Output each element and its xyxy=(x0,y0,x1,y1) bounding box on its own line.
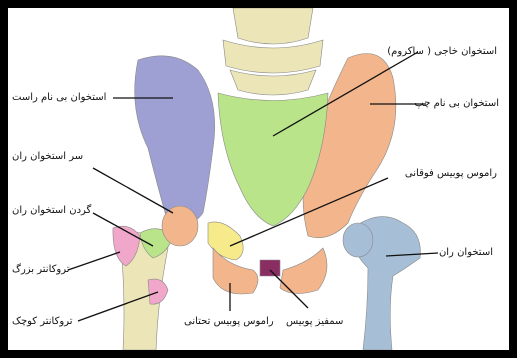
label-femur-neck: گردن استخوان ران xyxy=(12,205,91,217)
label-left-hip: استخوان بی نام چپ xyxy=(414,98,499,110)
right-hip-bone xyxy=(135,56,215,227)
label-superior-ramus: راموس پوبیس فوقانی xyxy=(405,168,497,180)
left-femur-head xyxy=(343,223,373,257)
label-inferior-ramus: راموس پوبیس تحتانی xyxy=(184,316,274,328)
label-greater-trochanter: تروکانتر بزرگ xyxy=(12,264,70,276)
lesser-trochanter xyxy=(148,279,168,304)
label-symphysis: سمفیز پوبیس xyxy=(286,316,343,328)
diagram-panel: استخوان خاجی ( ساکروم) استخوان بی نام چپ… xyxy=(8,8,509,350)
label-femur: استخوان ران xyxy=(439,247,493,259)
label-lesser-trochanter: تروکانتر کوچک xyxy=(12,316,73,328)
femur-head xyxy=(162,206,198,246)
label-femur-head: سر استخوان ران xyxy=(12,151,83,163)
pubic-symphysis xyxy=(260,260,280,276)
lumbar-spine xyxy=(223,8,323,95)
label-sacrum: استخوان خاجی ( ساکروم) xyxy=(387,46,497,58)
greater-trochanter-leader xyxy=(68,252,120,270)
label-right-hip: استخوان بی نام راست xyxy=(12,92,106,104)
